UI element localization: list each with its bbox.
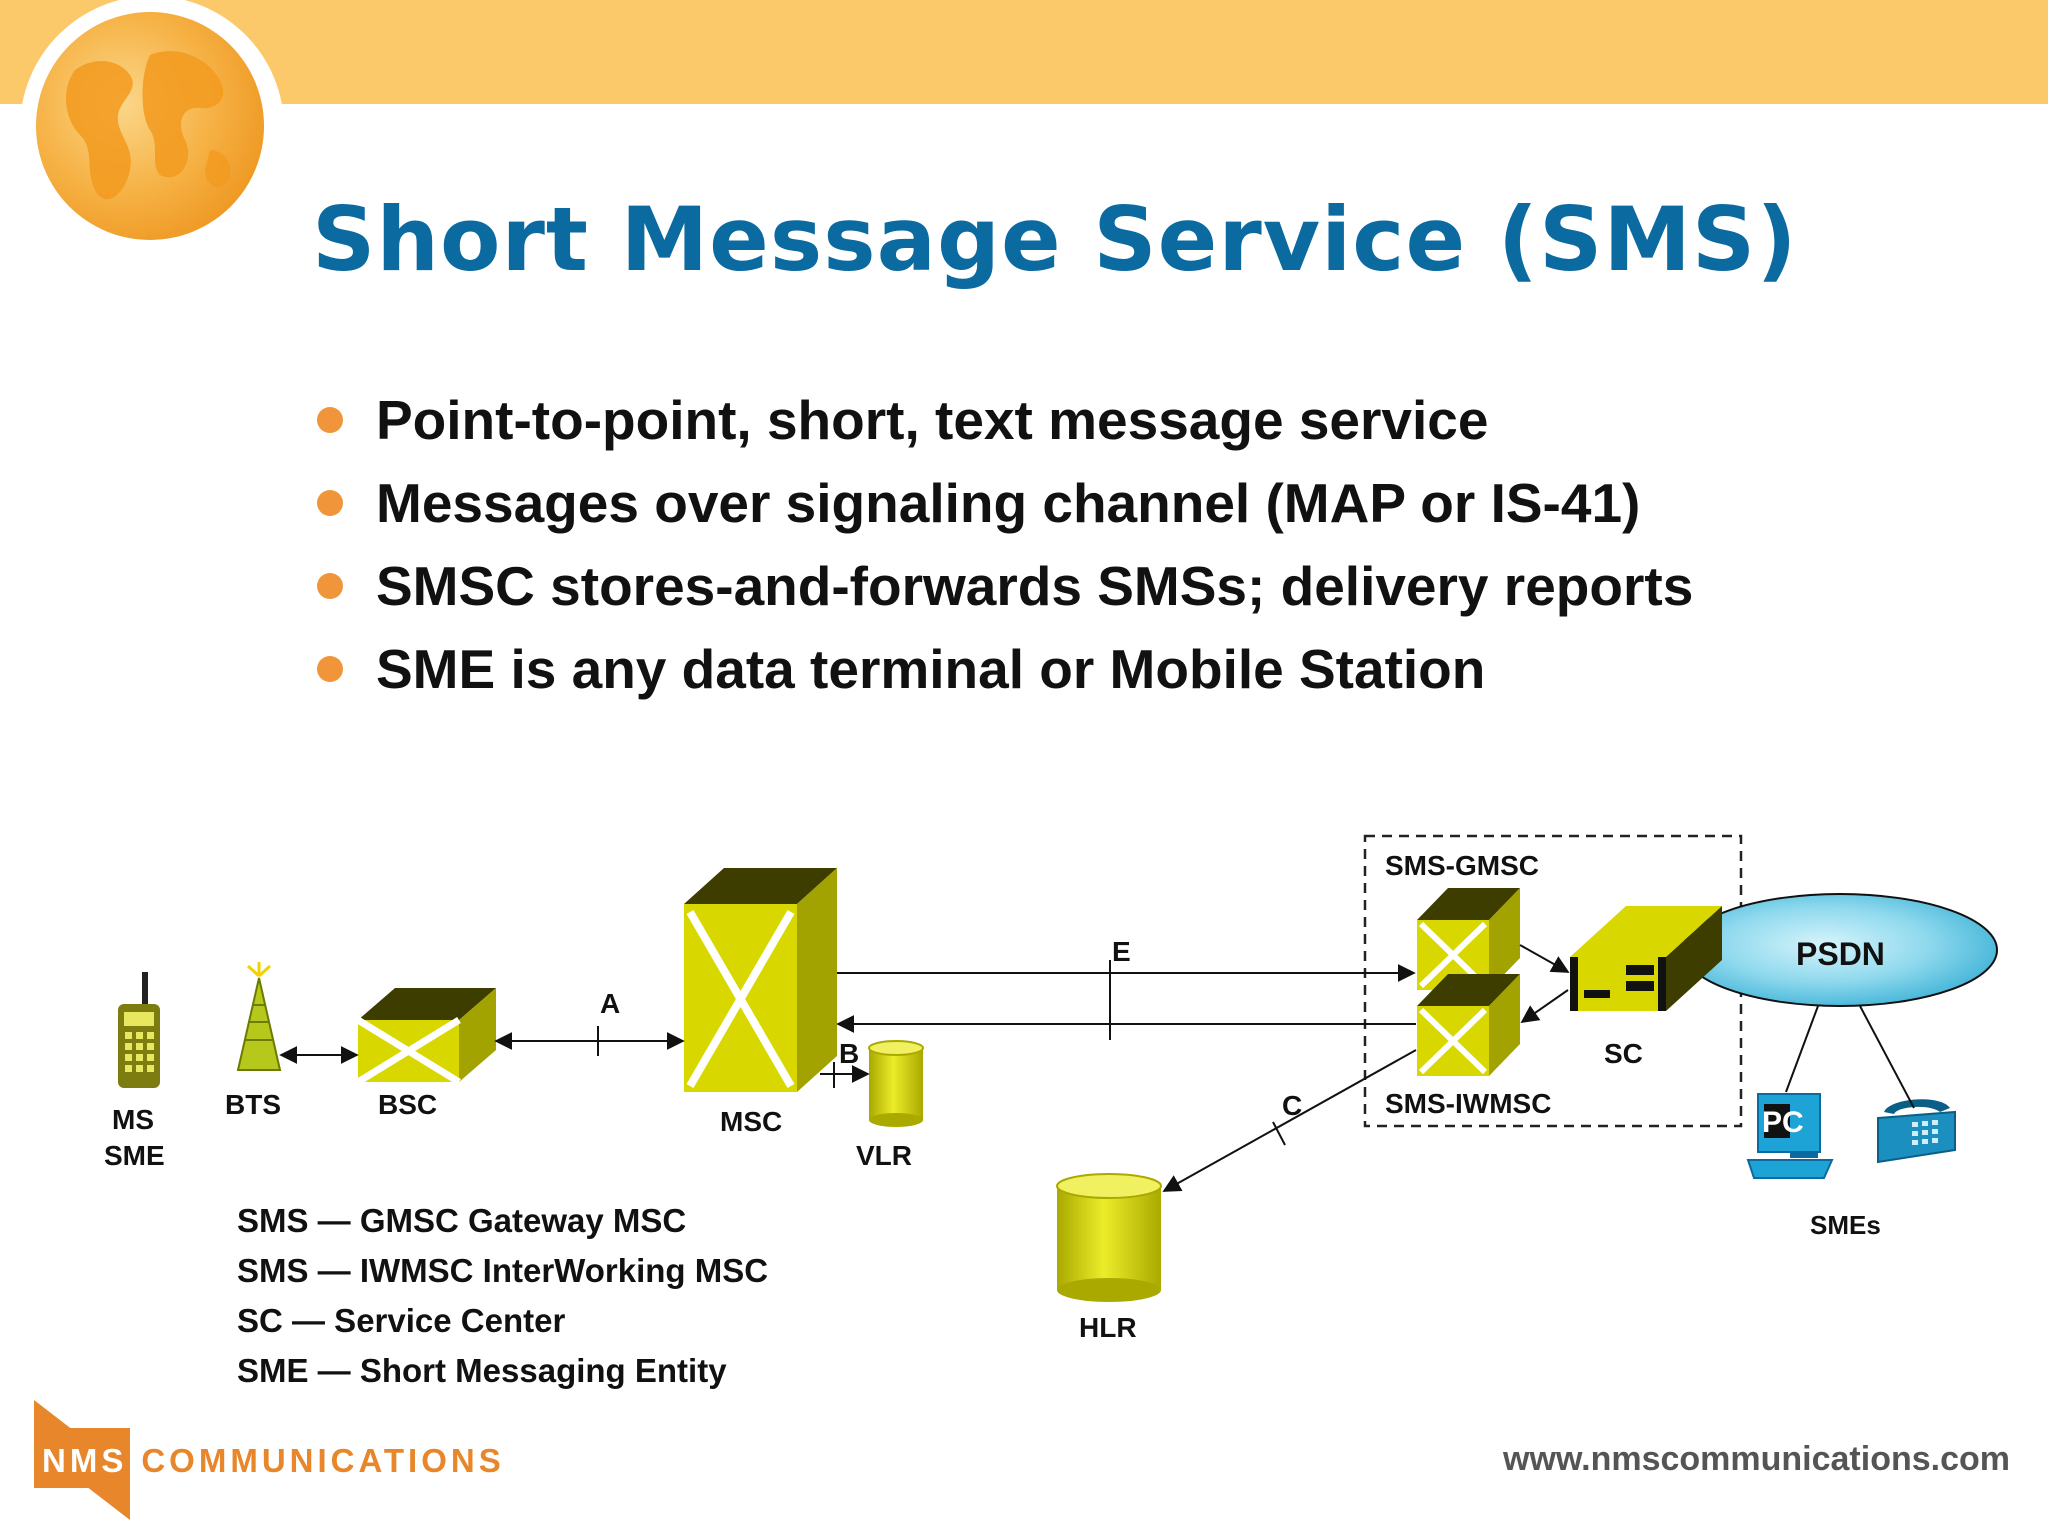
bullet-item: Point-to-point, short, text message serv… [312,385,1693,468]
bts-tower-icon [236,962,282,1071]
hlr-database-icon [1056,1173,1162,1302]
globe-icon [20,0,284,260]
hlr-label: HLR [1079,1312,1137,1343]
logo-nms-text: NMS [42,1442,128,1479]
telephone-icon [1877,1099,1956,1164]
legend-item: SME — Short Messaging Entity [237,1352,727,1389]
legend: SMS — GMSC Gateway MSC SMS — IWMSC Inter… [237,1202,768,1402]
msc-label: MSC [720,1106,783,1137]
mobile-station-icon [118,972,160,1088]
bsc-label: BSC [378,1089,438,1120]
sms-iwmsc-switch-icon [1417,974,1520,1076]
msc-switch-icon [684,868,837,1092]
company-logo-text: NMS COMMUNICATIONS [42,1442,505,1480]
bullet-list: Point-to-point, short, text message serv… [312,385,1693,717]
bullet-dot-icon [317,407,343,433]
interface-e-label: E [1112,936,1131,967]
bullet-item: SMSC stores-and-forwards SMSs; delivery … [312,551,1693,634]
connection-lines [279,944,1915,1192]
bullet-dot-icon [317,573,343,599]
interface-b-label: B [839,1038,860,1069]
psdn-label: PSDN [1796,936,1885,972]
interface-c-label: C [1282,1090,1303,1121]
gateway-boundary [1363,834,1743,1128]
sme-label: SME [104,1140,165,1171]
footer-url: www.nmscommunications.com [1503,1440,2010,1478]
nms-logo-icon [34,1400,130,1520]
legend-item: SMS — IWMSC InterWorking MSC [237,1252,769,1289]
sc-label: SC [1604,1038,1643,1069]
pc-terminal-icon [1746,1093,1834,1179]
bullet-item: Messages over signaling channel (MAP or … [312,468,1693,551]
bullet-item: SME is any data terminal or Mobile Stati… [312,634,1693,717]
top-band [0,0,2048,104]
vlr-database-icon [868,1040,924,1127]
ms-label: MS [112,1104,154,1135]
sms-iwmsc-label: SMS-IWMSC [1385,1088,1552,1119]
bullet-dot-icon [317,656,343,682]
smes-label: SMEs [1810,1210,1881,1240]
bullet-dot-icon [317,490,343,516]
legend-item: SMS — GMSC Gateway MSC [237,1202,687,1239]
sms-gmsc-label: SMS-GMSC [1385,850,1539,881]
vlr-label: VLR [856,1140,912,1171]
logo-communications-text: COMMUNICATIONS [141,1442,505,1479]
pc-screen-label: PC [1762,1106,1804,1139]
sc-server-icon [1570,906,1722,1011]
page-title: Short Message Service (SMS) [312,188,1798,291]
bts-label: BTS [225,1089,281,1120]
legend-item: SC — Service Center [237,1302,566,1339]
interface-a-label: A [600,988,621,1019]
bsc-switch-icon [356,988,496,1085]
